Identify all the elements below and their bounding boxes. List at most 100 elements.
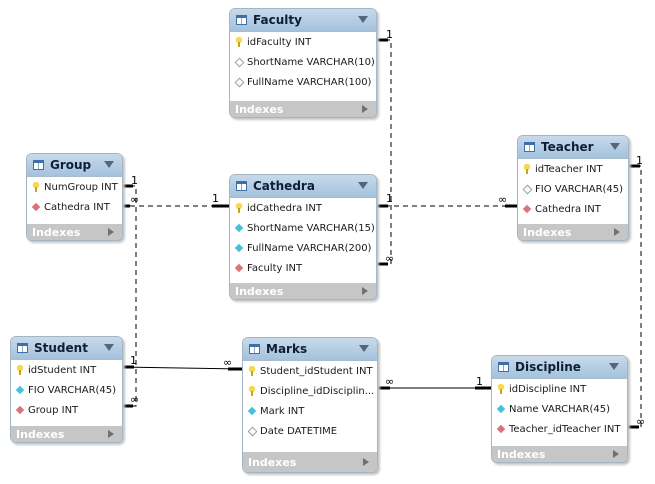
white-diamond-icon: [247, 426, 257, 436]
table-column[interactable]: FullName VARCHAR(100): [230, 72, 376, 92]
indexes-label: Indexes: [497, 447, 546, 461]
table-header[interactable]: Student: [11, 337, 122, 360]
table-header[interactable]: Teacher: [518, 136, 628, 159]
table-title: Student: [34, 341, 88, 355]
table-column[interactable]: ShortName VARCHAR(15): [230, 218, 376, 238]
expand-arrow-icon[interactable]: [362, 287, 368, 295]
expand-arrow-icon[interactable]: [363, 458, 369, 466]
key-icon: [234, 203, 244, 213]
indexes-section[interactable]: Indexes: [243, 452, 377, 472]
table-column[interactable]: FullName VARCHAR(200): [230, 238, 376, 258]
table-column[interactable]: Cathedra INT: [518, 199, 628, 219]
column-label: idFaculty INT: [247, 36, 312, 48]
cardinality-label: ∞: [498, 193, 508, 206]
chevron-down-icon[interactable]: [359, 345, 369, 352]
table-column[interactable]: Date DATETIME: [243, 421, 377, 441]
column-label: NumGroup INT: [44, 181, 118, 193]
table-column[interactable]: Student_idStudent INT: [243, 361, 377, 381]
table-discipline[interactable]: Discipline idDiscipline INT Name VARCHAR…: [491, 355, 628, 463]
table-column[interactable]: Faculty INT: [230, 258, 376, 278]
table-icon: [17, 343, 28, 353]
cardinality-label: ∞: [130, 393, 140, 406]
table-icon: [249, 344, 260, 354]
key-icon: [234, 37, 244, 47]
red-diamond-icon: [15, 405, 25, 415]
table-student[interactable]: Student idStudent INT FIO VARCHAR(45) Gr…: [10, 336, 123, 443]
indexes-section[interactable]: Indexes: [230, 101, 376, 117]
indexes-section[interactable]: Indexes: [27, 224, 122, 240]
chevron-down-icon[interactable]: [610, 143, 620, 150]
cyan-diamond-icon: [247, 406, 257, 416]
table-column[interactable]: idStudent INT: [11, 360, 122, 380]
column-label: idTeacher INT: [535, 163, 603, 175]
table-header[interactable]: Faculty: [230, 9, 376, 32]
key-icon: [31, 182, 41, 192]
column-label: idDiscipline INT: [509, 383, 587, 395]
table-column[interactable]: FIO VARCHAR(45): [11, 380, 122, 400]
expand-arrow-icon[interactable]: [613, 450, 619, 458]
indexes-section[interactable]: Indexes: [230, 283, 376, 299]
column-label: Group INT: [28, 404, 79, 416]
chevron-down-icon[interactable]: [358, 16, 368, 23]
chevron-down-icon[interactable]: [609, 363, 619, 370]
table-column[interactable]: idFaculty INT: [230, 32, 376, 52]
chevron-down-icon[interactable]: [104, 161, 114, 168]
table-teacher[interactable]: Teacher idTeacher INT FIO VARCHAR(45) Ca…: [517, 135, 629, 241]
indexes-section[interactable]: Indexes: [518, 224, 628, 240]
table-icon: [33, 160, 44, 170]
key-icon: [522, 164, 532, 174]
table-title: Faculty: [253, 13, 302, 27]
expand-arrow-icon[interactable]: [108, 430, 114, 438]
table-cathedra[interactable]: Cathedra idCathedra INT ShortName VARCHA…: [229, 174, 377, 300]
chevron-down-icon[interactable]: [104, 344, 114, 351]
chevron-down-icon[interactable]: [358, 182, 368, 189]
relationship-teacher-discipline: [627, 165, 642, 428]
table-column[interactable]: ShortName VARCHAR(10): [230, 52, 376, 72]
table-title: Group: [50, 158, 92, 172]
table-column[interactable]: Group INT: [11, 400, 122, 420]
table-column[interactable]: Discipline_idDisciplin...: [243, 381, 377, 401]
table-column[interactable]: Mark INT: [243, 401, 377, 421]
column-label: Mark INT: [260, 405, 305, 417]
cardinality-label: 1: [476, 375, 483, 388]
table-column[interactable]: Cathedra INT: [27, 197, 122, 217]
relationship-group-student: [121, 185, 137, 407]
table-header[interactable]: Marks: [243, 338, 377, 361]
table-column[interactable]: Teacher_idTeacher INT: [492, 419, 627, 439]
table-title: Marks: [266, 342, 308, 356]
key-icon: [247, 386, 257, 396]
table-header[interactable]: Group: [27, 154, 122, 177]
cardinality-label: 1: [212, 192, 219, 205]
table-header[interactable]: Cathedra: [230, 175, 376, 198]
relationship-faculty-cathedra: [376, 39, 392, 265]
table-group[interactable]: Group NumGroup INT Cathedra INT Indexes: [26, 153, 123, 241]
table-column[interactable]: idTeacher INT: [518, 159, 628, 179]
table-icon: [498, 362, 509, 372]
table-marks[interactable]: Marks Student_idStudent INT Discipline_i…: [242, 337, 378, 473]
cyan-diamond-icon: [496, 404, 506, 414]
table-column[interactable]: Name VARCHAR(45): [492, 399, 627, 419]
column-label: FullName VARCHAR(200): [247, 242, 372, 254]
table-column[interactable]: idDiscipline INT: [492, 379, 627, 399]
cardinality-label: ∞: [385, 375, 395, 388]
table-column[interactable]: idCathedra INT: [230, 198, 376, 218]
red-diamond-icon: [522, 204, 532, 214]
column-label: Discipline_idDisciplin...: [260, 385, 375, 397]
table-title: Teacher: [541, 140, 594, 154]
expand-arrow-icon[interactable]: [108, 228, 114, 236]
indexes-label: Indexes: [248, 455, 297, 469]
indexes-label: Indexes: [235, 284, 284, 298]
table-column[interactable]: NumGroup INT: [27, 177, 122, 197]
indexes-section[interactable]: Indexes: [492, 446, 627, 462]
white-diamond-icon: [234, 57, 244, 67]
cardinality-label: 1: [636, 154, 643, 167]
relationship-student-marks: [120, 366, 243, 370]
expand-arrow-icon[interactable]: [362, 105, 368, 113]
table-faculty[interactable]: Faculty idFaculty INT ShortName VARCHAR(…: [229, 8, 377, 118]
table-header[interactable]: Discipline: [492, 356, 627, 379]
column-label: Faculty INT: [247, 262, 303, 274]
table-column[interactable]: FIO VARCHAR(45): [518, 179, 628, 199]
cyan-diamond-icon: [234, 223, 244, 233]
indexes-section[interactable]: Indexes: [11, 426, 122, 442]
expand-arrow-icon[interactable]: [614, 228, 620, 236]
